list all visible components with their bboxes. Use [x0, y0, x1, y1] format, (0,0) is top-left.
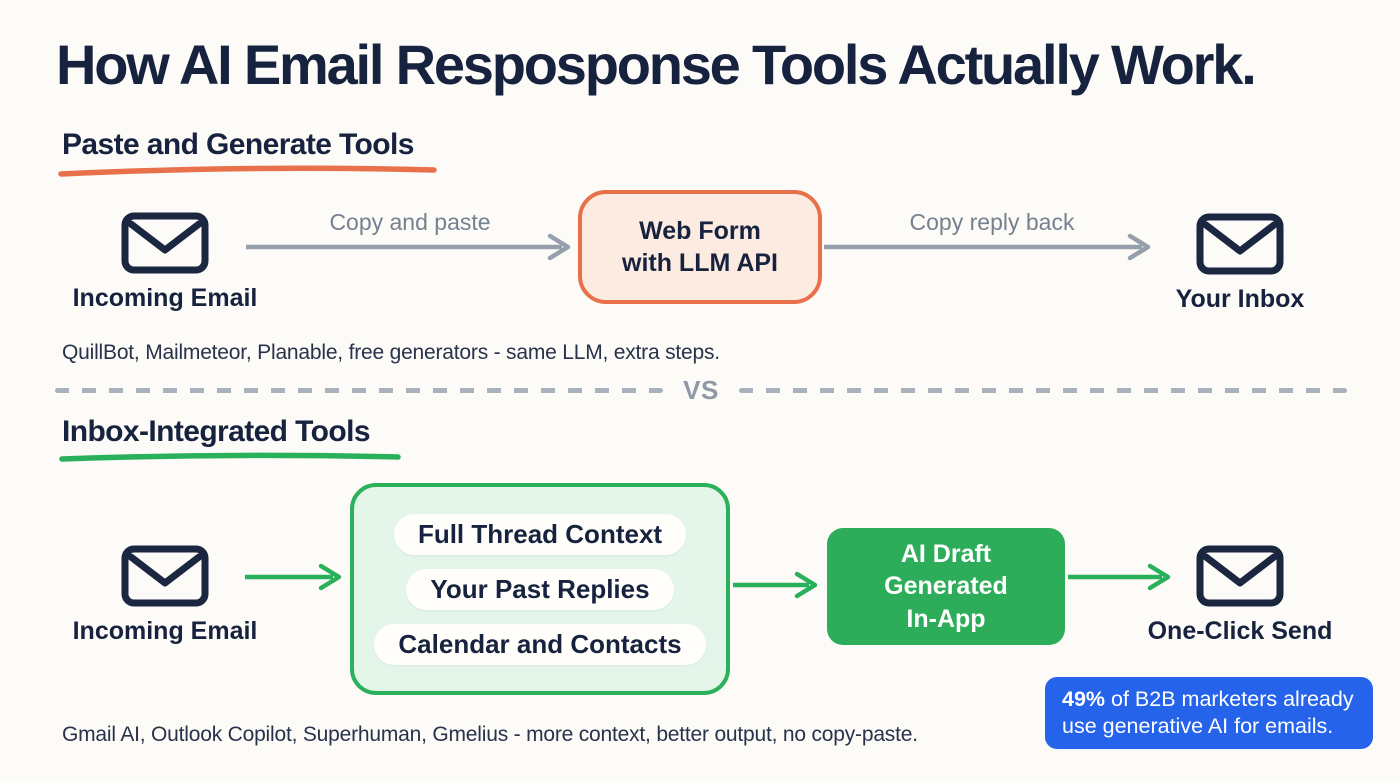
envelope-icon	[121, 545, 209, 607]
section-heading-inbox-integrated: Inbox-Integrated Tools	[62, 415, 371, 448]
arrow-right-icon	[1068, 563, 1171, 591]
arrow-label-copy-and-paste: Copy and paste	[329, 209, 491, 235]
stat-text: 49% of B2B marketers already use generat…	[1062, 686, 1356, 740]
page-title: How AI Email Resposponse Tools Actually …	[56, 33, 1257, 96]
arrow-right-icon	[824, 233, 1151, 261]
stat-value: 49%	[1062, 687, 1106, 712]
orange-underline-icon	[58, 165, 437, 177]
vs-label: VS	[683, 374, 719, 405]
envelope-icon	[121, 212, 209, 274]
node-label-your-inbox: Your Inbox	[1175, 285, 1305, 313]
web-form-box-line2: with LLM API	[622, 249, 778, 277]
envelope-icon	[1196, 545, 1284, 607]
dashed-line	[55, 387, 664, 393]
section-heading-paste-generate: Paste and Generate Tools	[62, 128, 414, 161]
pill-full-thread-context: Full Thread Context	[393, 513, 687, 555]
arrow-right-icon	[245, 563, 342, 591]
ai-draft-line3: In-App	[906, 604, 986, 633]
ai-draft-line1: AI Draft	[900, 539, 992, 568]
context-sources-box: Full Thread Context Your Past Replies Ca…	[350, 483, 730, 695]
section2-caption: Gmail AI, Outlook Copilot, Superhuman, G…	[62, 723, 918, 746]
arrow-label-copy-reply-back: Copy reply back	[909, 209, 1075, 235]
arrow-right-icon	[246, 233, 571, 261]
vs-divider: VS	[55, 375, 1347, 405]
envelope-icon	[1196, 213, 1284, 275]
stat-callout: 49% of B2B marketers already use generat…	[1045, 677, 1373, 749]
section1-caption: QuillBot, Mailmeteor, Planable, free gen…	[62, 341, 720, 364]
green-underline-icon	[59, 452, 401, 462]
node-label-one-click-send: One-Click Send	[1147, 617, 1333, 645]
ai-draft-line2: Generated	[884, 572, 1008, 601]
dashed-line	[738, 387, 1347, 393]
stat-description: of B2B marketers already use generative …	[1062, 687, 1354, 738]
web-form-box-line1: Web Form	[639, 216, 761, 245]
node-label-incoming-email: Incoming Email	[72, 617, 258, 645]
arrow-right-icon	[733, 571, 818, 599]
pill-your-past-replies: Your Past Replies	[406, 568, 674, 610]
pill-calendar-and-contacts: Calendar and Contacts	[374, 623, 706, 665]
node-label-incoming-email: Incoming Email	[72, 284, 258, 312]
web-form-llm-api-box: Web Form with LLM API	[578, 190, 822, 304]
ai-draft-generated-box: AI Draft Generated In-App	[827, 528, 1065, 645]
